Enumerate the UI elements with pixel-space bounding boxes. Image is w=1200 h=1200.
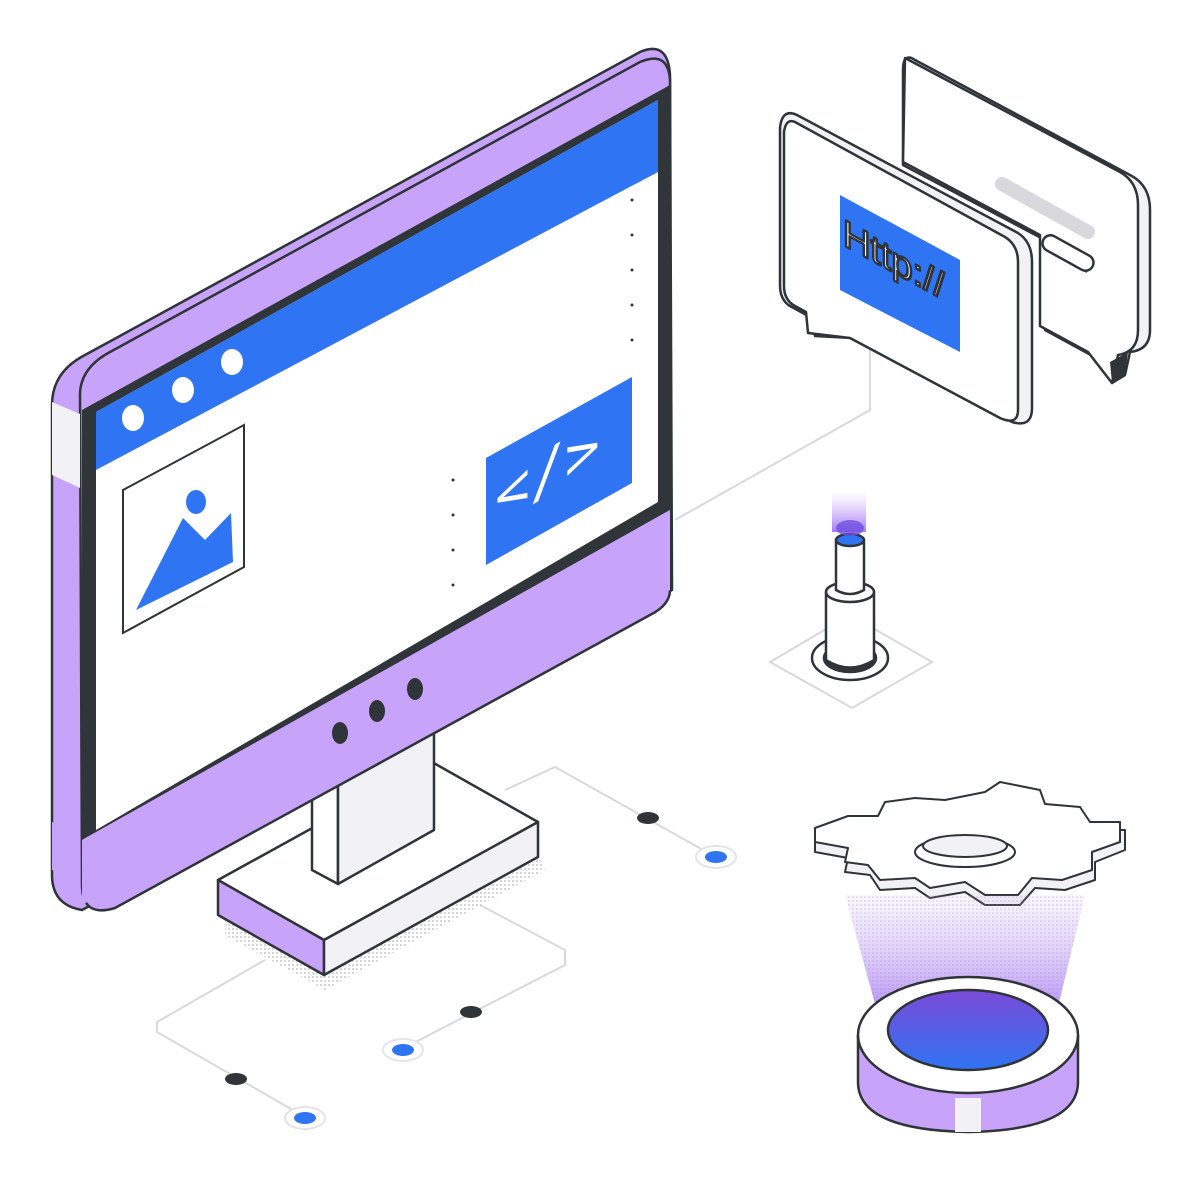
window-controls <box>122 349 243 431</box>
node-dot-blue <box>392 1044 414 1056</box>
node-dot <box>225 1073 247 1085</box>
cable-plug-icon <box>767 492 935 710</box>
window-dot-icon <box>172 377 194 403</box>
window-dot-icon <box>221 349 243 375</box>
screen-guides <box>451 198 634 587</box>
image-placeholder-icon <box>122 423 245 635</box>
gear-icon <box>814 781 1126 906</box>
bezel-buttons <box>332 678 423 744</box>
connector-lines <box>156 340 871 1118</box>
node-dot <box>460 1006 482 1018</box>
chat-bubble-icon: Http:// <box>778 111 1034 425</box>
node-dot-blue <box>294 1112 316 1124</box>
chat-bubble-icon <box>901 56 1152 385</box>
node-dot-blue <box>705 851 727 863</box>
node-dot <box>637 812 659 824</box>
connector-nodes <box>225 812 737 1130</box>
monitor-icon <box>50 47 674 912</box>
hologram-projector-icon <box>845 895 1085 1134</box>
window-dot-icon <box>122 405 144 431</box>
